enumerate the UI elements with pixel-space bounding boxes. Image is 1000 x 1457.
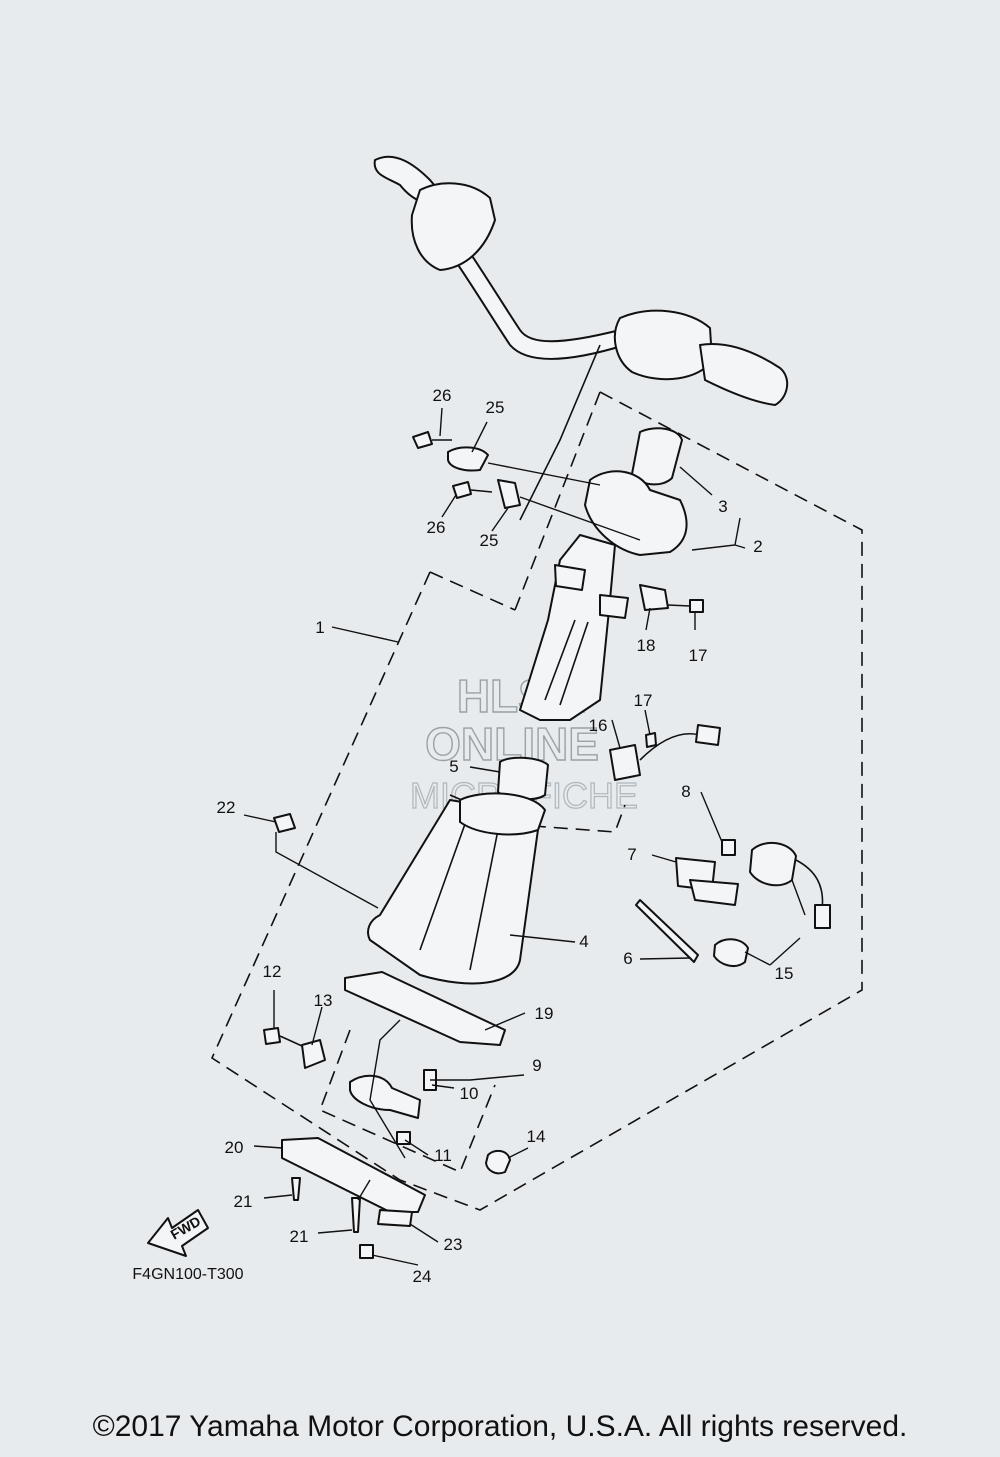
assembly-outline-right xyxy=(399,391,863,1211)
switch-connector xyxy=(814,904,831,929)
part-21-rivet-left xyxy=(291,1177,301,1201)
housing-body xyxy=(367,799,541,985)
part-19-gasket xyxy=(344,971,506,1046)
right-grip xyxy=(699,343,789,406)
callout-25-lower: 25 xyxy=(480,531,499,550)
upper-bracket-assembly xyxy=(519,427,688,721)
part-22-bolt xyxy=(273,813,296,833)
part-14-nut xyxy=(485,1149,511,1175)
forward-arrow: FWD xyxy=(147,1209,209,1257)
fwd-arrow-icon xyxy=(147,1209,209,1257)
part-18-clip xyxy=(639,584,669,611)
part-13-washer xyxy=(301,1039,326,1069)
leader-lines xyxy=(243,407,806,1266)
callout-7: 7 xyxy=(627,845,636,864)
part-15-switch xyxy=(749,841,797,887)
callout-4: 4 xyxy=(579,932,588,951)
part-24-bolt xyxy=(359,1244,374,1259)
part-17-screw-lower xyxy=(645,732,657,748)
sensor-connector xyxy=(695,724,721,746)
part-8-screw xyxy=(721,839,736,856)
housing-top-flange xyxy=(459,792,546,836)
column-block xyxy=(599,594,629,619)
part-16-sensor xyxy=(609,744,641,781)
part-23-clip xyxy=(377,1209,413,1227)
callout-2: 2 xyxy=(753,537,762,556)
callout-8: 8 xyxy=(681,782,690,801)
part-9-linkage xyxy=(349,1074,421,1119)
callout-25-upper: 25 xyxy=(486,398,505,417)
part-6-cable-tie xyxy=(635,899,699,963)
callout-15: 15 xyxy=(775,964,794,983)
callouts: 1 2 3 4 5 6 7 8 9 10 11 12 13 14 15 16 1… xyxy=(217,386,794,1286)
callout-24: 24 xyxy=(413,1267,432,1286)
steering-column-upper xyxy=(519,534,616,721)
callout-14: 14 xyxy=(527,1127,546,1146)
callout-26-lower: 26 xyxy=(427,518,446,537)
callout-1: 1 xyxy=(315,618,324,637)
callout-13: 13 xyxy=(314,991,333,1010)
callout-21-lower: 21 xyxy=(290,1227,309,1246)
fasteners-top xyxy=(412,431,704,613)
callout-12: 12 xyxy=(263,962,282,981)
callout-3: 3 xyxy=(718,497,727,516)
part-3-grommet xyxy=(631,427,683,486)
part-25-clamp-lower xyxy=(497,479,521,509)
callout-9: 9 xyxy=(532,1056,541,1075)
part-4-housing xyxy=(367,792,546,985)
callout-6: 6 xyxy=(623,949,632,968)
copyright-notice: ©2017 Yamaha Motor Corporation, U.S.A. A… xyxy=(92,1410,908,1443)
right-switch-housing xyxy=(613,309,713,381)
callout-5: 5 xyxy=(449,757,458,776)
bracket-plate xyxy=(689,879,739,906)
assembly-outline-left xyxy=(210,571,516,1181)
callout-11: 11 xyxy=(434,1146,452,1165)
part-20-plate xyxy=(281,1137,426,1213)
callout-19: 19 xyxy=(535,1004,554,1023)
handlebar-assembly xyxy=(373,155,789,521)
callout-20: 20 xyxy=(225,1138,244,1157)
part-17-bolt-upper xyxy=(689,599,704,613)
left-switch-housing xyxy=(410,182,496,271)
callout-17-upper: 17 xyxy=(634,691,653,710)
callout-10: 10 xyxy=(460,1084,479,1103)
callout-26-upper: 26 xyxy=(433,386,452,405)
callout-23: 23 xyxy=(444,1235,463,1254)
callout-22: 22 xyxy=(217,798,236,817)
sensor-wire xyxy=(639,733,701,761)
callout-18: 18 xyxy=(637,636,656,655)
part-26-bolt-upper xyxy=(412,431,433,449)
lower-linkage xyxy=(263,1027,511,1259)
column-clip xyxy=(554,564,586,591)
part-15-nut xyxy=(713,938,749,967)
part-2-bracket xyxy=(584,470,688,556)
diagram-code: F4GN100-T300 xyxy=(132,1266,243,1283)
callout-21-upper: 21 xyxy=(234,1192,253,1211)
callout-16: 16 xyxy=(589,716,608,735)
part-26-bolt-lower xyxy=(452,481,472,499)
part-21-rivet-right xyxy=(351,1197,361,1233)
part-12-bolt xyxy=(263,1027,281,1045)
part-25-clamp-upper xyxy=(447,446,489,472)
callout-17-lower: 17 xyxy=(689,646,708,665)
